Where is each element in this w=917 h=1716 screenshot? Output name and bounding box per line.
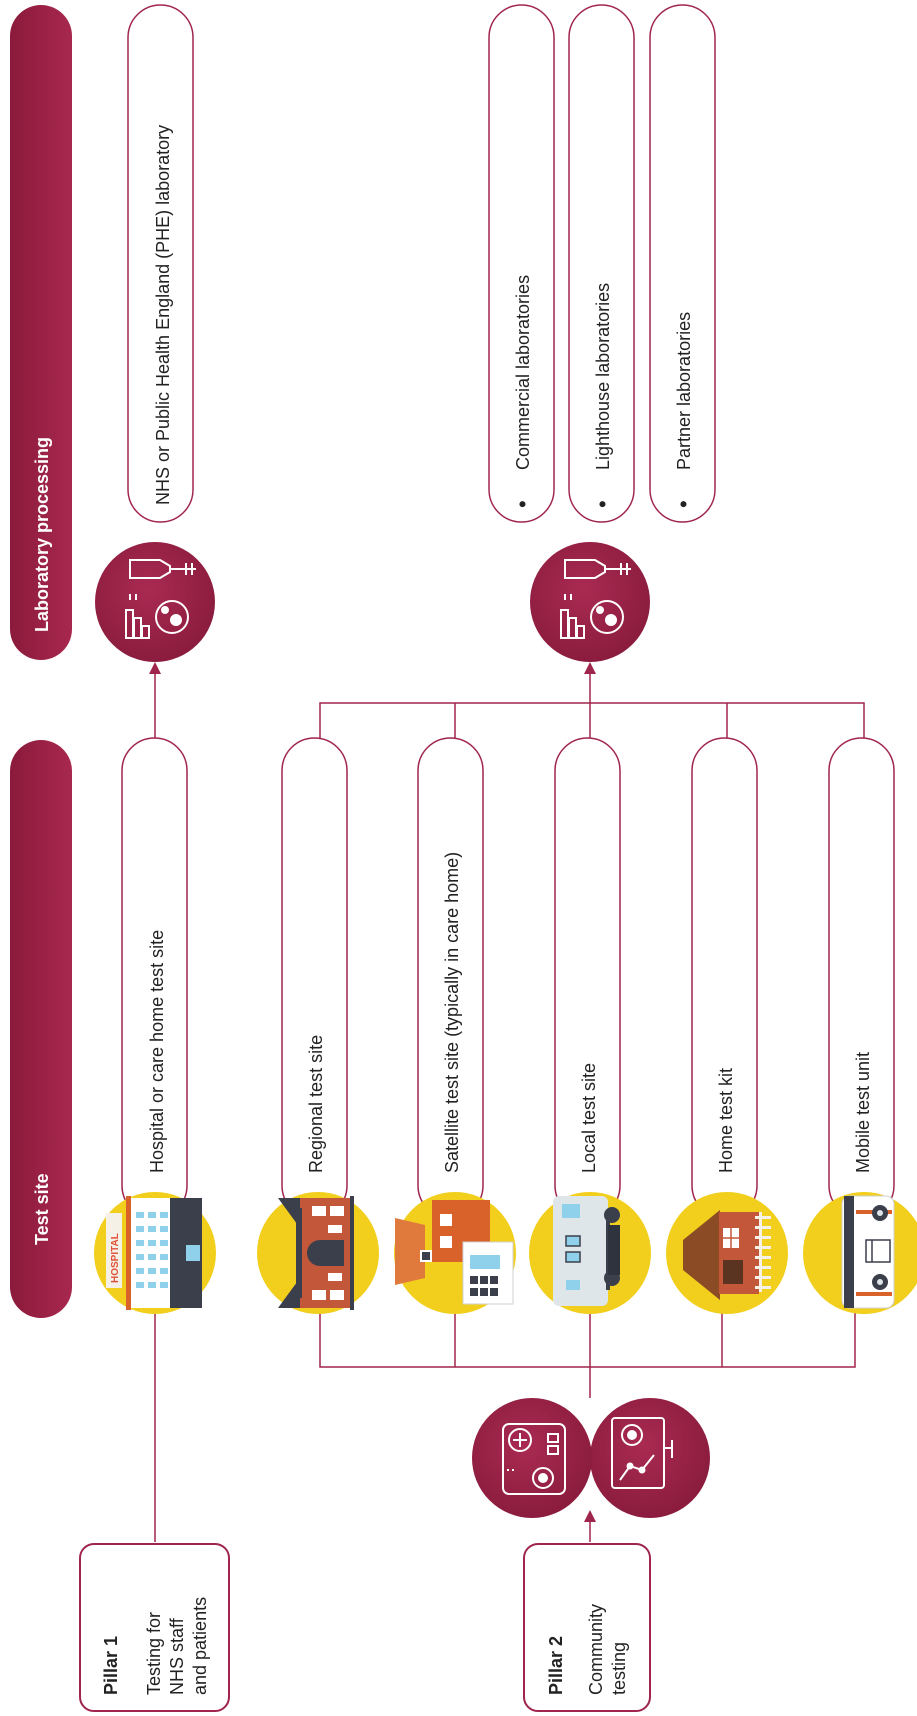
lab-pill-nhs-phe: NHS or Public Health England (PHE) labor…	[127, 4, 194, 523]
community-testing-icons	[472, 1398, 710, 1518]
lab-label-lighthouse: Lighthouse laboratories	[593, 283, 613, 470]
pillar-1-line-3: and patients	[190, 1597, 210, 1695]
lab-circle-pillar-2	[530, 542, 650, 662]
site-label-home-kit: Home test kit	[716, 1068, 736, 1173]
lab-pill-partner: • Partner laboratories	[649, 4, 716, 523]
site-label-regional: Regional test site	[306, 1035, 326, 1173]
site-pill-hospital: Hospital or care home test site	[121, 737, 188, 1219]
bullet: •	[671, 500, 696, 508]
lab-equipment-icon	[560, 559, 631, 639]
site-pill-home-kit: Home test kit	[691, 737, 758, 1219]
house-icon	[666, 1192, 788, 1314]
site-label-mobile: Mobile test unit	[853, 1052, 873, 1173]
header-lab-processing-label: Laboratory processing	[32, 437, 52, 632]
hospital-sign: HOSPITAL	[110, 1233, 121, 1283]
van-icon	[803, 1192, 917, 1314]
lab-label-commercial: Commercial laboratories	[513, 275, 533, 470]
lab-pill-commercial: • Commercial laboratories	[488, 4, 555, 523]
header-lab-processing: Laboratory processing	[10, 5, 72, 660]
pillar-1-title: Pillar 1	[101, 1636, 121, 1695]
lab-pill-lighthouse: • Lighthouse laboratories	[568, 4, 635, 523]
site-pill-mobile: Mobile test unit	[828, 737, 895, 1219]
pillar-2-line-1: Community	[586, 1604, 606, 1695]
lab-label-nhs-phe: NHS or Public Health England (PHE) labor…	[153, 125, 173, 505]
site-pill-local: Local test site	[554, 737, 621, 1219]
site-pill-regional: Regional test site	[281, 737, 348, 1219]
header-test-site: Test site	[10, 740, 72, 1318]
lab-circle-pillar-1	[95, 542, 215, 662]
pillar-2-title: Pillar 2	[546, 1636, 566, 1695]
site-label-hospital: Hospital or care home test site	[147, 930, 167, 1173]
pillar-1-line-2: NHS staff	[167, 1617, 187, 1695]
hospital-icon: HOSPITAL	[94, 1192, 216, 1314]
medical-kit-icon	[502, 1423, 566, 1495]
header-test-site-label: Test site	[32, 1173, 52, 1245]
pillar-1-line-1: Testing for	[144, 1612, 164, 1695]
portable-cabin-icon	[529, 1192, 651, 1314]
site-pill-satellite: Satellite test site (typically in care h…	[417, 737, 484, 1219]
pillar-2-box: Pillar 2 Community testing	[523, 1543, 651, 1712]
care-home-icon	[394, 1192, 516, 1314]
bullet: •	[590, 500, 615, 508]
lab-label-partner: Partner laboratories	[674, 312, 694, 470]
regional-building-icon	[257, 1192, 379, 1314]
site-label-satellite: Satellite test site (typically in care h…	[442, 852, 462, 1173]
bullet: •	[510, 500, 535, 508]
monitor-icon	[611, 1417, 673, 1489]
pillar-1-box: Pillar 1 Testing for NHS staff and patie…	[79, 1543, 230, 1712]
lab-equipment-icon	[125, 559, 196, 639]
pillar-2-line-2: testing	[609, 1642, 629, 1695]
site-label-local: Local test site	[579, 1063, 599, 1173]
connector-lines	[154, 672, 865, 1542]
